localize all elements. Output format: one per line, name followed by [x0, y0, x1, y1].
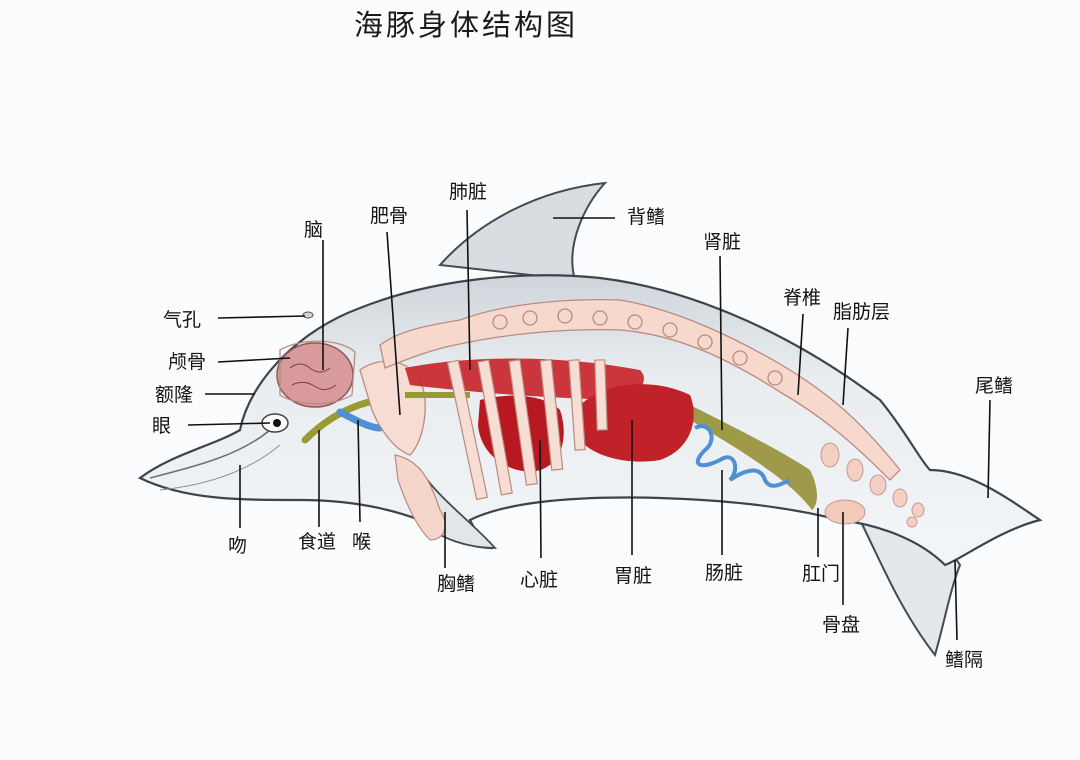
label-stomach: 胃脏 [614, 565, 653, 587]
label-dorsal-fin: 背鳍 [627, 206, 666, 228]
dorsal-fin [437, 181, 608, 282]
label-larynx: 喉 [352, 531, 372, 553]
label-melon: 额隆 [155, 384, 194, 406]
label-anus: 肛门 [802, 563, 841, 585]
larynx [336, 408, 384, 432]
label-pectoral-fin: 胸鳍 [437, 573, 476, 595]
pelvis [824, 499, 866, 525]
label-lung: 肺脏 [449, 181, 488, 203]
label-jaw: 颅骨 [168, 351, 207, 373]
label-scapula: 肥骨 [370, 205, 409, 227]
label-eye: 眼 [152, 415, 172, 437]
brain [276, 342, 354, 408]
label-blowhole: 气孔 [163, 309, 202, 331]
label-intestine: 肠脏 [705, 562, 744, 584]
label-pelvis: 骨盘 [822, 614, 861, 636]
label-fluke-notch: 鳍隔 [945, 649, 984, 671]
leader-lines [187, 209, 991, 641]
spine [379, 299, 901, 481]
label-esophagus: 食道 [298, 531, 337, 553]
label-kidney: 肾脏 [703, 231, 742, 253]
label-spine: 脊椎 [783, 287, 822, 309]
label-beak: 吻 [228, 535, 248, 557]
stomach [580, 384, 694, 462]
label-brain: 脑 [304, 219, 324, 241]
label-tail-fin: 尾鳍 [975, 375, 1014, 397]
label-heart: 心脏 [520, 569, 559, 591]
diagram-title: 海豚身体结构图 [354, 8, 579, 42]
intestine [694, 424, 791, 488]
blowhole [302, 311, 314, 319]
label-blubber: 脂肪层 [833, 301, 891, 323]
kidney [690, 405, 817, 510]
ribs [446, 359, 608, 501]
tail-vertebrae [820, 442, 925, 528]
pectoral-bones [394, 454, 446, 541]
